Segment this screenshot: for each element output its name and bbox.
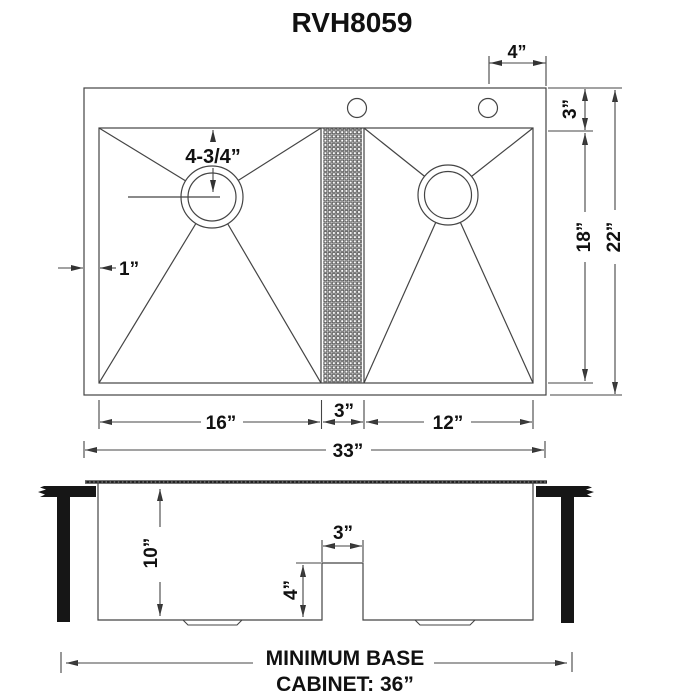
faucet-hole-right <box>477 97 499 119</box>
label-left-bowl-width: 16” <box>206 413 237 434</box>
drain-fitting-right <box>414 619 476 626</box>
label-overall-depth: 22” <box>604 222 625 253</box>
dim-bowl-front-depth <box>548 133 593 384</box>
top-view-dimensions <box>58 56 622 458</box>
right-drain <box>417 164 479 226</box>
front-view-dimensions <box>60 489 573 673</box>
sink-profile <box>97 483 534 621</box>
cabinet-side-right <box>561 497 574 623</box>
dim-faucet-offset <box>488 56 547 86</box>
center-divider <box>320 128 365 383</box>
bowl-inner-outline <box>98 127 534 384</box>
label-rim-width: 1” <box>119 259 139 280</box>
label-base-cabinet-line2: CABINET: 36” <box>276 673 414 696</box>
drain-fitting-left <box>182 619 243 626</box>
dim-overall-depth <box>550 90 622 396</box>
countertop-right <box>536 486 594 497</box>
label-divider-top-width: 3” <box>333 523 353 544</box>
label-deck-depth: 3” <box>560 99 581 119</box>
cabinet-side-left <box>57 497 70 622</box>
label-right-bowl-width: 12” <box>433 413 464 434</box>
label-faucet-offset: 4” <box>507 42 526 62</box>
faucet-hole-left <box>346 97 368 119</box>
countertop-left <box>38 486 96 497</box>
sink-outer-rim <box>83 87 547 396</box>
label-bowl-front-depth: 18” <box>574 222 595 253</box>
label-divider-width: 3” <box>334 401 354 422</box>
left-drain <box>128 165 244 229</box>
dim-base-cabinet <box>60 652 573 673</box>
top-view <box>83 87 547 396</box>
front-view: 10” 3” 4” MINIMUM BASE CABINET: 36” <box>38 480 594 696</box>
dim-divider-height <box>296 562 321 617</box>
label-drain-offset: 4-3/4” <box>185 146 241 168</box>
model-number-title: RVH8059 <box>292 7 413 38</box>
label-overall-width: 33” <box>333 441 364 462</box>
dim-deck-depth <box>548 87 622 132</box>
dim-extension-ticks <box>83 400 546 458</box>
label-bowl-height: 10” <box>141 538 162 569</box>
label-divider-height: 4” <box>281 580 302 600</box>
label-base-cabinet-line1: MINIMUM BASE <box>266 647 425 670</box>
dim-divider-top-width <box>321 540 364 562</box>
